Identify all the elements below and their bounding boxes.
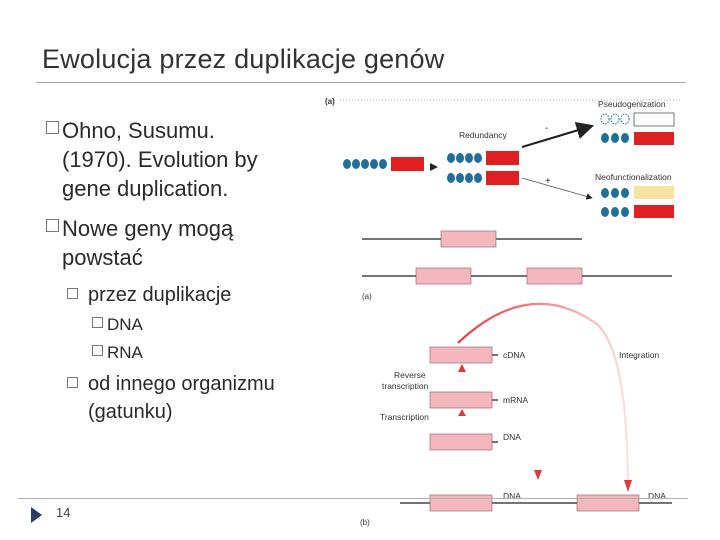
sub-sub-bullet-rna: RNA — [107, 343, 143, 362]
bullet-ohno-line1: Ohno, Susumu. — [62, 118, 215, 143]
bullet-box-icon — [46, 121, 59, 134]
sub-sub-bullet-box-icon — [92, 345, 103, 356]
label-transcription-rt: transcription — [382, 381, 429, 391]
label-dna-1: DNA — [503, 432, 521, 442]
bullet-ohno-line2: (1970). Evolution by — [62, 147, 258, 172]
slide-arrow-icon — [31, 507, 42, 523]
label-dna-2: DNA — [503, 491, 521, 501]
neofunctionalization-arrow — [521, 177, 593, 200]
pseudogene-result — [600, 112, 675, 145]
label-mrna: mRNA — [503, 395, 528, 405]
label-neofunctionalization: Neofunctionalization — [595, 172, 672, 182]
sub-bullet-od-line1: od innego organizmu — [88, 373, 275, 395]
label-redundancy: Redundancy — [459, 130, 507, 140]
cdna-row — [429, 346, 498, 364]
bullet-box-icon — [46, 219, 59, 232]
dna-result-row — [400, 494, 672, 512]
sub-bullet-box-icon — [67, 377, 78, 388]
reverse-transcription-arrowhead — [458, 364, 466, 372]
duplicated-genes — [447, 151, 519, 185]
bullet-nowe-line1: Nowe geny mogą — [62, 216, 234, 241]
sub-sub-bullet-box-icon — [92, 317, 103, 328]
transcription-arrowhead — [458, 409, 466, 416]
bullet-ohno-line3: gene duplication. — [62, 176, 229, 201]
gene-duplication-figure: (a) Redundancy - + Pseudogenization Neof — [325, 97, 680, 527]
bullet-list: Ohno, Susumu. (1970). Evolution by gene … — [0, 0, 340, 540]
sub-bullet-przez: przez duplikacje — [88, 284, 232, 306]
sub-bullet-box-icon — [67, 288, 78, 299]
label-cdna: cDNA — [503, 350, 526, 360]
neofunctionalization-result — [601, 186, 674, 218]
label-dna-3: DNA — [648, 491, 666, 501]
label-transcription: Transcription — [380, 412, 429, 422]
footer-divider — [18, 498, 688, 499]
page-number: 14 — [56, 505, 71, 520]
panel-label-b: (b) — [360, 518, 370, 527]
label-integration: Integration — [619, 350, 659, 360]
integration-arc — [457, 302, 630, 491]
gene-box — [391, 157, 424, 171]
sub-sub-bullet-dna: DNA — [107, 315, 143, 334]
panel-label-a-lower: (a) — [362, 292, 372, 301]
plus-sign: + — [545, 176, 551, 187]
slide-title: Ewolucja przez duplikacje genów — [42, 44, 445, 74]
integration-arrowhead — [624, 480, 632, 492]
minus-sign: - — [545, 123, 548, 134]
mrna-row — [429, 391, 498, 409]
sub-bullet-od-line2: (gatunku) — [88, 401, 173, 423]
genome-arrowhead — [534, 470, 542, 480]
label-pseudogenization: Pseudogenization — [598, 99, 666, 109]
pseudogenization-arrow — [521, 121, 595, 149]
title-divider — [36, 82, 686, 83]
bullet-nowe-line2: powstać — [62, 245, 143, 270]
label-reverse: Reverse — [394, 370, 426, 380]
ancestral-gene — [343, 157, 424, 171]
dna-source-row — [429, 433, 498, 451]
dna-duplication-diagram — [362, 230, 672, 285]
panel-label-a: (a) — [325, 97, 335, 106]
